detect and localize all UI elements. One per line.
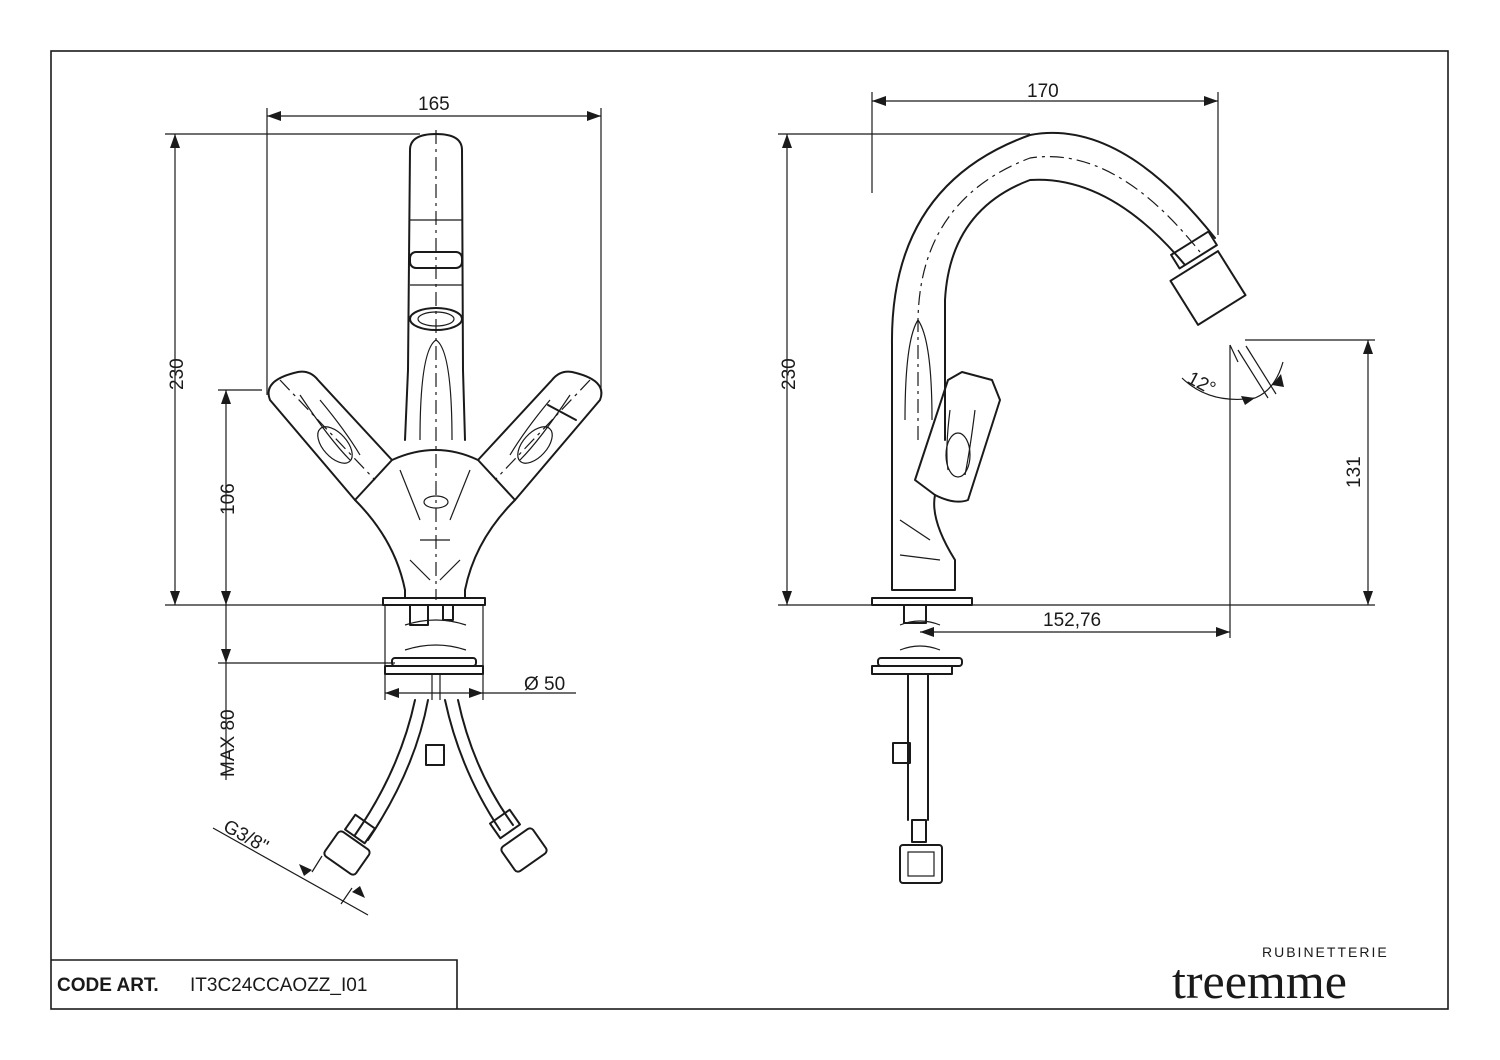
- front-dimensions: 165 230 106 MAX 80 Ø 50: [165, 94, 602, 916]
- dim-152-76: 152,76: [1043, 610, 1101, 631]
- front-mounting: [384, 604, 484, 700]
- front-body: [354, 449, 516, 606]
- front-spout: [404, 130, 466, 600]
- front-hoses: [323, 699, 548, 876]
- side-mounting: [871, 604, 963, 884]
- dim-max-80: MAX 80: [218, 709, 239, 777]
- front-left-handle: [267, 370, 393, 501]
- brand-tagline: RUBINETTERIE: [1262, 944, 1389, 960]
- code-art-label: CODE ART.: [57, 975, 159, 996]
- side-dimensions: 170 230 131 152,76 12°: [778, 81, 1375, 638]
- side-spout: [890, 131, 1247, 441]
- dim-165: 165: [418, 94, 450, 115]
- dim-106: 106: [218, 483, 239, 515]
- front-right-handle: [477, 370, 603, 501]
- dim-131: 131: [1344, 456, 1365, 488]
- side-body: [871, 439, 973, 606]
- dim-thread-g38: G3/8": [220, 816, 272, 858]
- dim-230-side: 230: [779, 358, 800, 390]
- side-view: 170 230 131 152,76 12°: [778, 81, 1375, 884]
- sheet-border: [50, 50, 1449, 1010]
- dim-angle-12: 12°: [1184, 368, 1219, 400]
- brand-name: treemme: [1172, 953, 1347, 1009]
- code-art-value: IT3C24CCAOZZ_I01: [190, 975, 367, 996]
- dim-230-front: 230: [167, 358, 188, 390]
- brand-logo: RUBINETTERIE treemme: [1172, 944, 1389, 1009]
- title-block-frame: [51, 959, 458, 1009]
- dim-diameter-50: Ø 50: [524, 674, 565, 695]
- front-view: 165 230 106 MAX 80 Ø 50: [165, 94, 603, 916]
- dim-170: 170: [1027, 81, 1059, 102]
- side-handle: [914, 371, 1001, 503]
